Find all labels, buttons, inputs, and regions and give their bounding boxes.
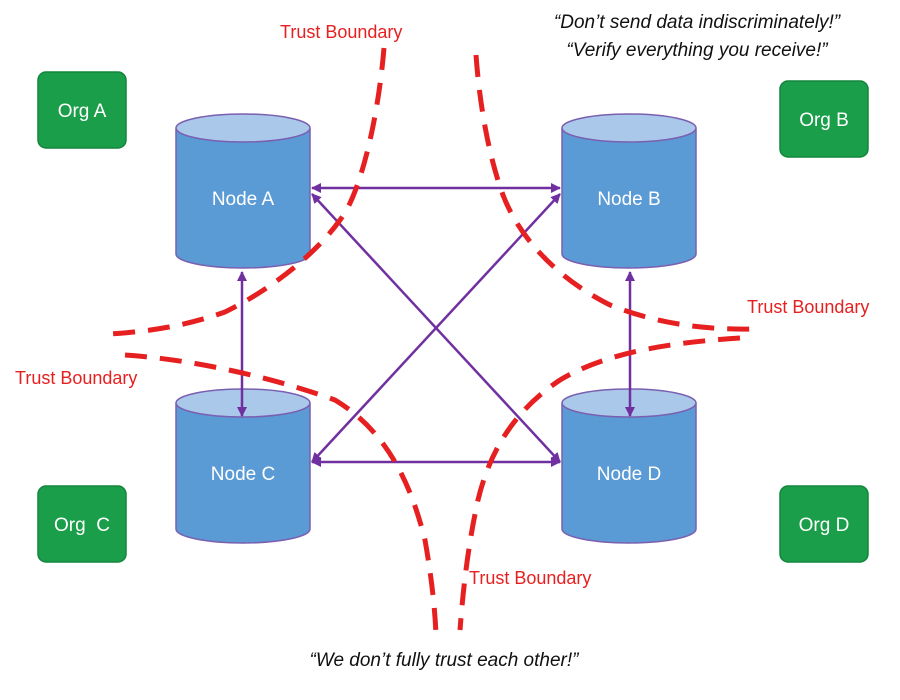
trust-boundary-label-bottom: Trust Boundary — [469, 568, 591, 588]
org-d-box: Org D — [779, 485, 869, 563]
node-d-label: Node D — [597, 464, 661, 485]
trust-boundaries — [109, 47, 756, 636]
node-d-cylinder: Node D — [561, 388, 697, 544]
trust-boundary-label-top: Trust Boundary — [280, 22, 402, 42]
connections — [237, 183, 635, 467]
org-c-label: Org C — [54, 515, 110, 536]
trust-boundary-label-left: Trust Boundary — [15, 368, 137, 388]
node-b-label: Node B — [597, 189, 660, 210]
org-a-box: Org A — [37, 71, 127, 149]
node-b-cylinder: Node B — [561, 113, 697, 269]
quote-bottom: “We don’t fully trust each other!” — [310, 650, 581, 671]
node-a-cylinder: Node A — [175, 113, 311, 269]
org-d-label: Org D — [799, 515, 850, 536]
arrow-b-c — [311, 193, 561, 463]
node-a-label: Node A — [212, 189, 275, 210]
org-c-box: Org C — [37, 485, 127, 563]
trust-boundary-upper-right — [473, 54, 756, 332]
trust-boundary-lower-right — [457, 335, 741, 631]
org-b-label: Org B — [799, 110, 849, 131]
node-c-label: Node C — [211, 464, 275, 485]
org-b-box: Org B — [779, 80, 869, 158]
quote-top-line2: “Verify everything you receive!” — [566, 40, 829, 61]
trust-boundary-label-right: Trust Boundary — [747, 297, 869, 317]
org-a-label: Org A — [58, 101, 107, 122]
trust-boundary-lower-left — [124, 352, 439, 636]
quote-top-line1: “Don’t send data indiscriminately!” — [554, 12, 842, 33]
